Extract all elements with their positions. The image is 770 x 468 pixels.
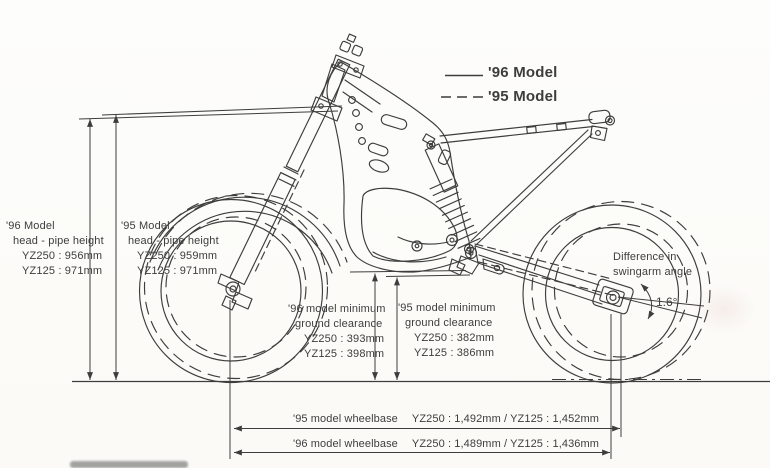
note-line: '95 model minimum — [398, 302, 496, 314]
legend-96-model: '96 Model — [488, 64, 558, 81]
note-line: Difference in — [613, 251, 677, 263]
note-line: YZ250 : 956mm — [22, 250, 103, 262]
swingarm-angle-annotation — [617, 283, 705, 320]
wheelbase-95-label: '95 model wheelbase — [293, 413, 398, 425]
head-pipe-dimension-lines — [78, 105, 343, 380]
wheelbase-96-value: YZ250 : 1,489mm / YZ125 : 1,436mm — [411, 438, 600, 450]
swingarm-angle-note: Difference in swingarm angle — [613, 250, 692, 280]
scan-blotch — [692, 284, 756, 334]
note-line: swingarm angle — [613, 266, 693, 278]
head-pipe-height-96-note: '96 Model head - pipe height YZ250 : 956… — [6, 219, 104, 279]
note-line: head - pipe height — [128, 235, 219, 247]
wheelbase-96-label: '96 model wheelbase — [293, 438, 398, 450]
note-line: ground clearance — [295, 318, 383, 330]
wheelbase-95-value: YZ250 : 1,492mm / YZ125 : 1,452mm — [411, 413, 600, 425]
note-line: ground clearance — [405, 317, 493, 329]
wheelbase-95-row: '95 model wheelbase YZ250 : 1,492mm / YZ… — [293, 413, 599, 425]
print-artifact — [70, 461, 188, 468]
front-fender — [149, 192, 348, 274]
note-line: YZ250 : 959mm — [137, 250, 218, 262]
ground-clearance-95-note: '95 model minimum ground clearance YZ250… — [398, 301, 496, 361]
ground-clearance-96-note: '96 model minimum ground clearance YZ250… — [288, 302, 386, 362]
note-line: '96 model minimum — [288, 303, 386, 315]
legend-line-samples — [441, 74, 484, 98]
wheelbase-dimension-lines — [229, 300, 622, 459]
note-line: YZ125 : 386mm — [414, 347, 495, 359]
legend-95-model: '95 Model — [488, 88, 558, 105]
note-line: '95 Model — [121, 220, 170, 232]
note-line: YZ125 : 398mm — [304, 348, 385, 360]
ground-clearance-dimension-lines — [349, 270, 471, 380]
note-line: head - pipe height — [13, 235, 104, 247]
note-line: YZ125 : 971mm — [22, 265, 103, 277]
subframe — [439, 109, 616, 246]
note-line: YZ125 : 971mm — [137, 265, 218, 277]
swingarm-angle-value: 1.6° — [656, 295, 678, 309]
head-pipe-height-95-note: '95 Model head - pipe height YZ250 : 959… — [121, 219, 219, 279]
note-line: '96 Model — [6, 220, 55, 232]
front-wheel — [138, 194, 329, 384]
note-line: YZ250 : 382mm — [414, 332, 495, 344]
ground-line — [72, 379, 770, 383]
wheelbase-96-row: '96 model wheelbase YZ250 : 1,489mm / YZ… — [293, 438, 599, 450]
note-line: YZ250 : 393mm — [304, 333, 385, 345]
front-fork — [217, 33, 365, 311]
rear-shock — [424, 140, 481, 275]
